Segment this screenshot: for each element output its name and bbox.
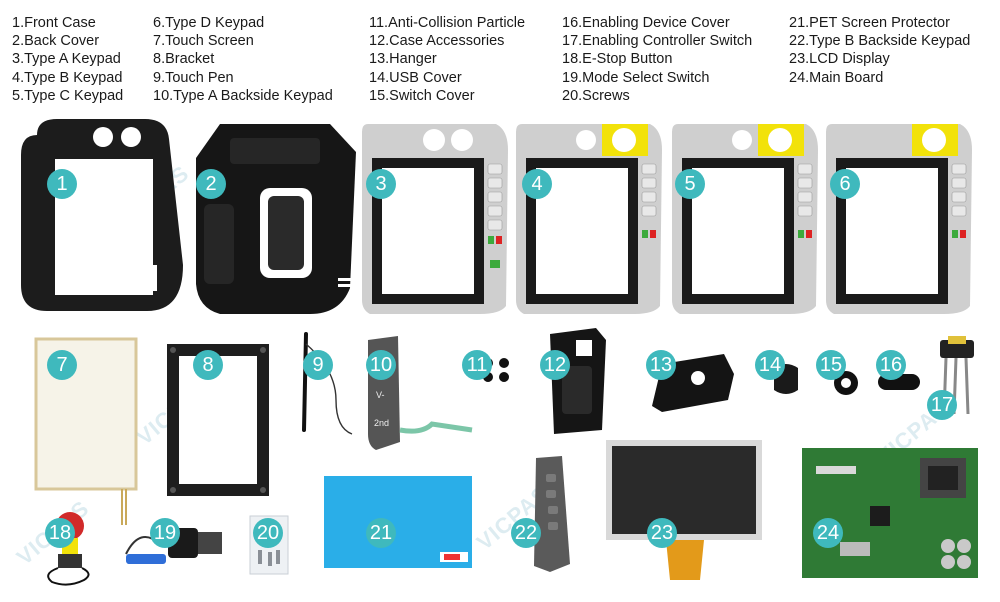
badge-23: 23	[647, 518, 677, 548]
badge-8: 8	[193, 350, 223, 380]
legend-item: 1.Front Case	[12, 15, 96, 31]
type-b-backside-keypad-image	[534, 456, 570, 572]
legend-col-2: 6.Type D Keypad 7.Touch Screen 8.Bracket…	[153, 14, 333, 105]
badge-4: 4	[522, 169, 552, 199]
type-d-keypad-image	[826, 124, 972, 314]
legend-col-1: 1.Front Case 2.Back Cover 3.Type A Keypa…	[12, 14, 123, 105]
legend-item: 5.Type C Keypad	[12, 87, 124, 104]
legend-item: 8.Bracket	[153, 51, 215, 68]
legend-item: 21.PET Screen Protector	[789, 15, 950, 31]
lcd-display-image	[606, 440, 762, 580]
badge-6: 6	[830, 169, 860, 199]
type-a-keypad-image	[362, 124, 508, 314]
badge-7: 7	[47, 350, 77, 380]
legend-item: 6.Type D Keypad	[153, 15, 265, 31]
back-cover-image	[196, 124, 356, 314]
badge-2: 2	[196, 169, 226, 199]
legend-item: 16.Enabling Device Cover	[562, 15, 730, 31]
legend-item: 18.E-Stop Button	[562, 51, 673, 68]
legend-item: 4.Type B Keypad	[12, 69, 123, 86]
badge-1: 1	[47, 169, 77, 199]
badge-12: 12	[540, 350, 570, 380]
keypad-label-v-minus: V-	[376, 390, 385, 400]
badge-11: 11	[462, 350, 492, 380]
legend-item: 19.Mode Select Switch	[562, 69, 710, 86]
keypad-label-2nd: 2nd	[374, 418, 389, 428]
legend-item: 7.Touch Screen	[153, 33, 254, 50]
badge-16: 16	[876, 350, 906, 380]
legend-item: 22.Type B Backside Keypad	[789, 33, 971, 50]
badge-21: 21	[366, 518, 396, 548]
case-accessories-image	[550, 328, 606, 434]
badge-9: 9	[303, 350, 333, 380]
front-case-image	[21, 119, 183, 311]
legend-item: 12.Case Accessories	[369, 33, 505, 50]
badge-15: 15	[816, 350, 846, 380]
badge-18: 18	[45, 518, 75, 548]
legend-item: 24.Main Board	[789, 69, 884, 86]
legend-item: 11.Anti-Collision Particle	[369, 15, 526, 31]
legend-item: 15.Switch Cover	[369, 87, 475, 104]
legend-item: 20.Screws	[562, 87, 630, 104]
legend-item: 17.Enabling Controller Switch	[562, 33, 753, 50]
bracket-image	[167, 344, 269, 496]
legend-item: 23.LCD Display	[789, 51, 890, 68]
touch-pen-image	[302, 332, 353, 435]
legend-col-4: 16.Enabling Device Cover 17.Enabling Con…	[562, 14, 752, 105]
badge-17: 17	[927, 390, 957, 420]
badge-5: 5	[675, 169, 705, 199]
legend-item: 13.Hanger	[369, 51, 437, 68]
legend-item: 3.Type A Keypad	[12, 51, 121, 68]
badge-22: 22	[511, 518, 541, 548]
legend-item: 14.USB Cover	[369, 69, 462, 86]
legend-item: 2.Back Cover	[12, 33, 100, 50]
type-c-keypad-image	[672, 124, 818, 314]
type-b-keypad-image	[516, 124, 662, 314]
legend-item: 10.Type A Backside Keypad	[153, 87, 333, 104]
badge-19: 19	[150, 518, 180, 548]
legend-col-3: 11.Anti-Collision Particle 12.Case Acces…	[369, 14, 525, 105]
pet-screen-protector-image	[324, 476, 472, 568]
badge-14: 14	[755, 350, 785, 380]
badge-20: 20	[253, 518, 283, 548]
badge-10: 10	[366, 350, 396, 380]
badge-13: 13	[646, 350, 676, 380]
main-board-image	[802, 448, 978, 578]
legend-item: 9.Touch Pen	[153, 69, 234, 86]
legend-col-5: 21.PET Screen Protector 22.Type B Backsi…	[789, 14, 970, 87]
badge-24: 24	[813, 518, 843, 548]
badge-3: 3	[366, 169, 396, 199]
